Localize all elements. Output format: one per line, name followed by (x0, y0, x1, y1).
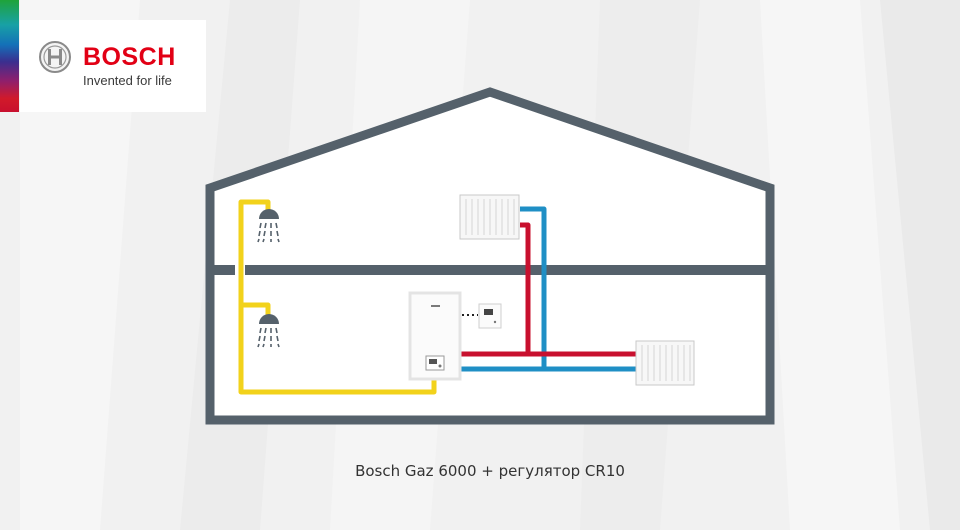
hot-water-pipe (238, 199, 437, 395)
radiator-upper (459, 194, 520, 240)
bosch-armature-icon (39, 41, 71, 73)
heating-return-pipe (460, 206, 636, 372)
shower-icon-lower (257, 314, 280, 348)
heating-supply-pipe (460, 222, 636, 357)
brand-tagline: Invented for life (83, 73, 172, 88)
radiator-lower (635, 340, 695, 386)
thermostat-cr10 (478, 303, 502, 329)
floor-slab (245, 265, 770, 275)
house-outline (205, 87, 775, 425)
shower-icon-upper (257, 209, 280, 243)
brand-color-stripe (0, 0, 19, 112)
bosch-logo: BOSCH Invented for life (20, 20, 206, 112)
floor-slab-left (210, 265, 235, 275)
boiler-gaz-6000 (408, 291, 462, 381)
diagram-caption: Bosch Gaz 6000 + регулятор CR10 (355, 462, 625, 480)
brand-name: BOSCH (83, 43, 176, 71)
